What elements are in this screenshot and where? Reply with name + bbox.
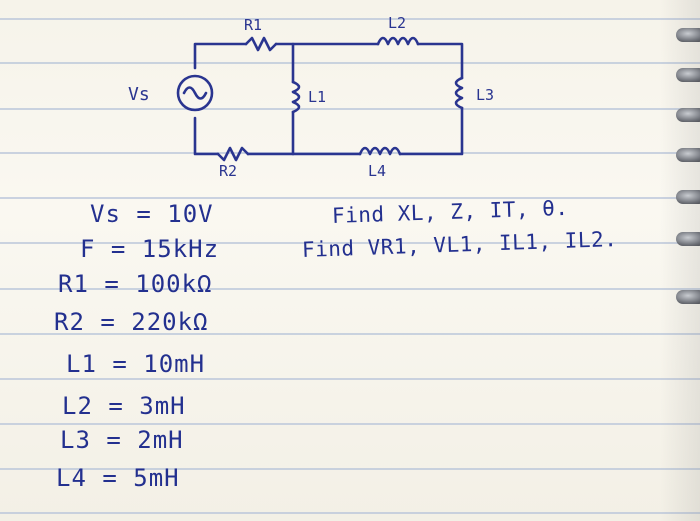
given-r2: R2 = 220kΩ xyxy=(54,308,209,336)
right-wire-lower xyxy=(398,106,464,156)
binding-ring xyxy=(676,28,700,42)
binding-ring xyxy=(676,68,700,82)
inductor-l3 xyxy=(454,76,464,110)
binding-ring xyxy=(676,232,700,246)
ruled-line xyxy=(0,333,700,335)
inductor-l4 xyxy=(358,146,402,156)
top-wire-left xyxy=(193,42,248,70)
l3-label: L3 xyxy=(476,86,495,104)
ruled-line xyxy=(0,108,700,110)
sine-wave-icon xyxy=(182,86,208,100)
top-wire-right xyxy=(416,42,464,80)
spiral-binding xyxy=(660,0,700,521)
given-l4: L4 = 5mH xyxy=(56,464,180,492)
ruled-line xyxy=(0,242,700,244)
r2-label: R2 xyxy=(219,162,238,180)
inductor-l2 xyxy=(376,36,420,46)
resistor-r1 xyxy=(244,36,278,52)
given-vs: Vs = 10V xyxy=(90,200,214,228)
r1-label: R1 xyxy=(244,16,263,34)
ruled-line xyxy=(0,468,700,470)
binding-ring xyxy=(676,290,700,304)
ruled-line xyxy=(0,288,700,290)
ruled-line xyxy=(0,378,700,380)
l4-label: L4 xyxy=(368,162,387,180)
l2-label: L2 xyxy=(388,14,407,32)
given-l2: L2 = 3mH xyxy=(62,392,186,420)
ruled-line xyxy=(0,197,700,199)
binding-ring xyxy=(676,108,700,122)
binding-ring xyxy=(676,190,700,204)
given-r1: R1 = 100kΩ xyxy=(58,270,213,298)
given-frequency: F = 15kHz xyxy=(80,235,220,263)
ruled-line xyxy=(0,62,700,64)
l1-label: L1 xyxy=(308,88,327,106)
given-l1: L1 = 10mH xyxy=(66,350,206,378)
inductor-l1 xyxy=(291,80,301,114)
given-l3: L3 = 2mH xyxy=(60,426,184,454)
ac-source-icon xyxy=(176,74,214,112)
binding-ring xyxy=(676,148,700,162)
ruled-line xyxy=(0,423,700,425)
resistor-r2 xyxy=(216,146,250,162)
bottom-wire-left xyxy=(193,116,220,156)
ruled-line xyxy=(0,512,700,514)
ruled-line xyxy=(0,18,700,20)
source-label: Vs xyxy=(128,84,150,105)
